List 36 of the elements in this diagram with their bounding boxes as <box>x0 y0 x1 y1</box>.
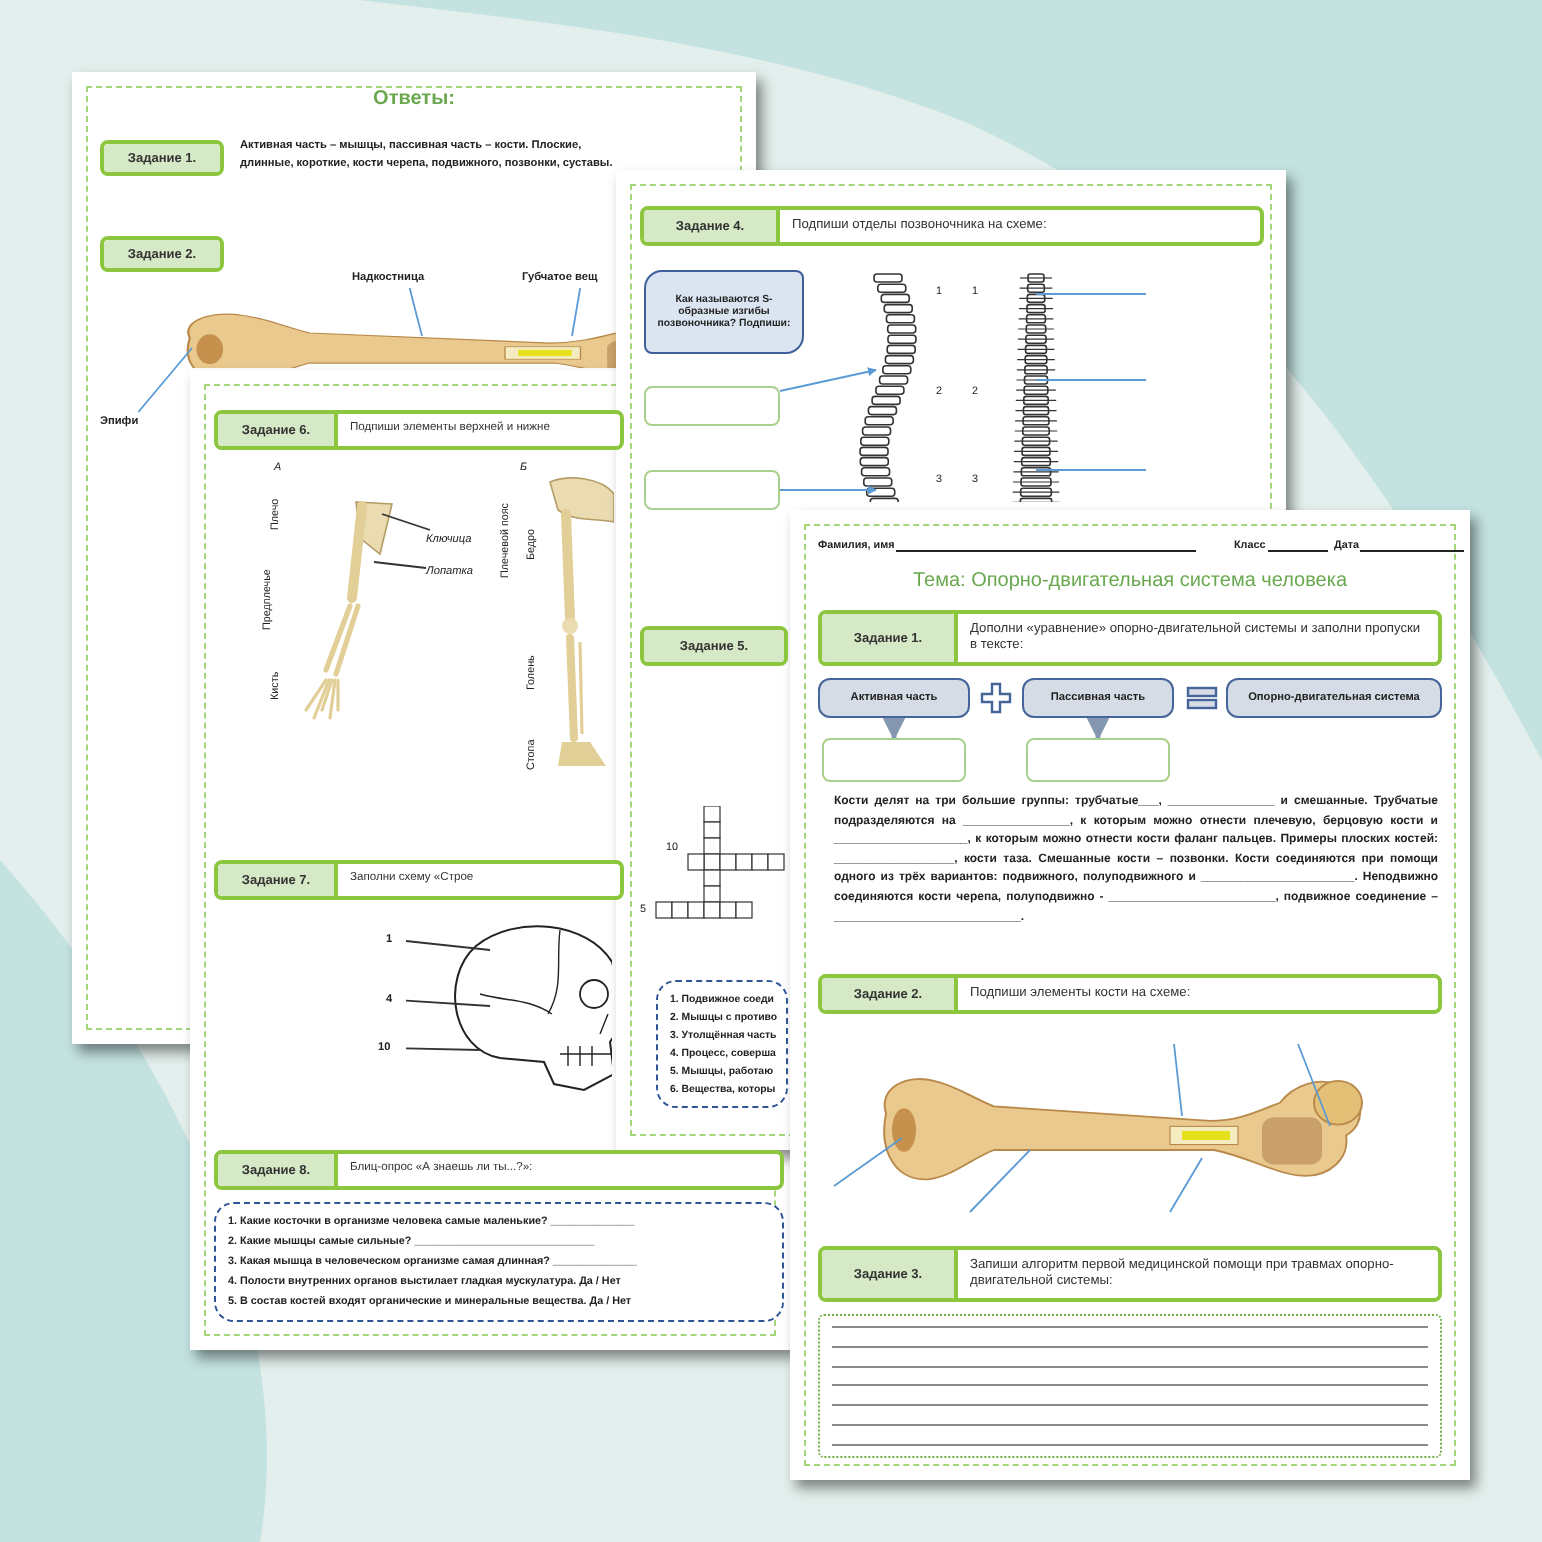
leader-line <box>1035 293 1147 295</box>
task-header <box>818 974 1442 1014</box>
task-header <box>818 1246 1442 1302</box>
task-header <box>214 1150 784 1190</box>
answer-box <box>822 738 966 782</box>
leader-line <box>969 1149 1031 1213</box>
leader-line <box>1035 379 1147 381</box>
arrow <box>1086 716 1110 741</box>
answer-box <box>644 386 780 426</box>
leader-line <box>1035 469 1147 471</box>
task-header <box>214 860 624 900</box>
leader-line <box>373 561 427 569</box>
arrow <box>779 367 877 392</box>
answer-lines-box <box>818 1314 1442 1458</box>
leader-line <box>833 1137 903 1187</box>
answer-box <box>644 470 780 510</box>
task-header <box>214 410 624 450</box>
arrow <box>779 485 877 495</box>
task-header <box>818 610 1442 666</box>
quiz-box <box>214 1202 784 1322</box>
arrow <box>882 716 906 741</box>
task-header <box>640 206 1264 246</box>
leader-line <box>405 999 491 1007</box>
leader-line <box>381 513 431 531</box>
page-title: Тема: Опорно-двигательная система человека <box>910 570 1350 592</box>
leader-line <box>1297 1043 1331 1127</box>
leader-line <box>1169 1157 1203 1213</box>
answer-box <box>1026 738 1170 782</box>
leader-line <box>137 347 193 413</box>
leader-line <box>405 940 491 951</box>
leader-line <box>408 287 423 337</box>
clue-box <box>656 980 788 1108</box>
leader-line <box>405 1047 481 1051</box>
page-title: Ответы: <box>371 88 457 110</box>
leader-line <box>571 287 582 337</box>
leader-line <box>1173 1043 1183 1117</box>
